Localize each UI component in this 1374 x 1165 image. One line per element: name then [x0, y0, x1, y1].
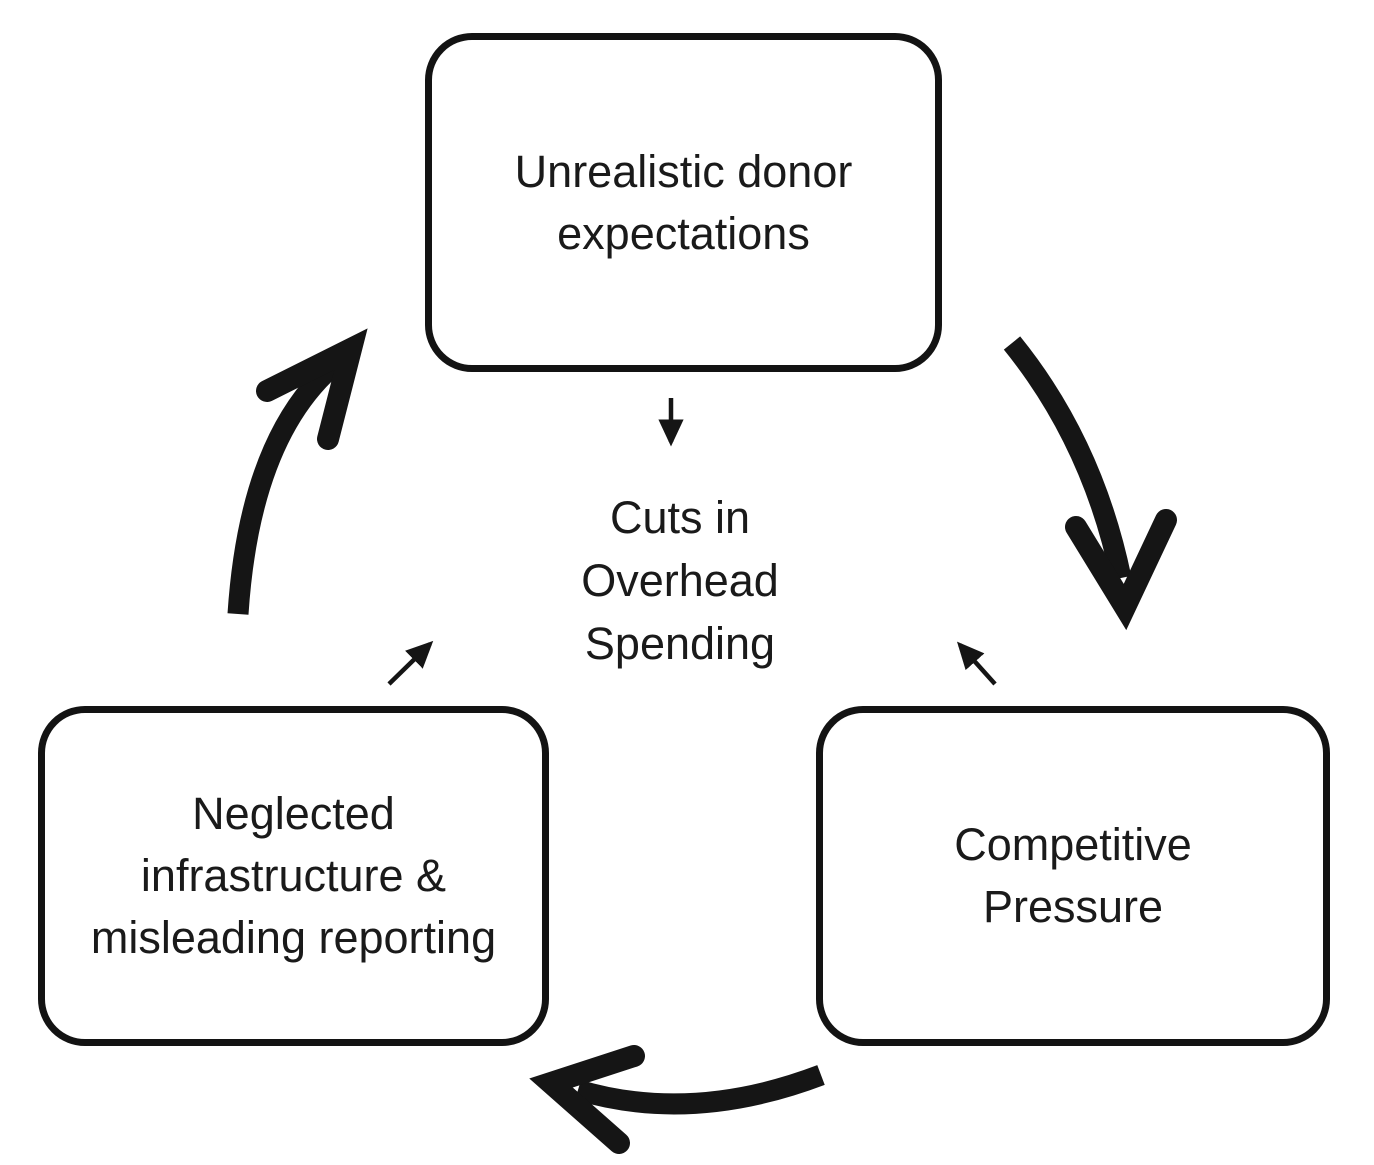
node-label: Competitive Pressure [954, 814, 1192, 938]
arrow-bottomleft-to-center-icon [387, 640, 434, 686]
node-label-line: Competitive [954, 819, 1192, 870]
node-label-line: infrastructure & [140, 850, 447, 901]
arrow-bottomleft-to-top-icon [227, 328, 368, 615]
center-label-line: Overhead [581, 555, 779, 606]
arrow-bottomright-to-bottomleft-icon [529, 1045, 825, 1154]
node-unrealistic-donor-expectations: Unrealistic donor expectations [425, 33, 942, 372]
arrow-top-to-bottomright-icon [1003, 336, 1177, 631]
center-label-line: Spending [584, 618, 776, 669]
node-label: Unrealistic donor expectations [515, 141, 853, 265]
node-label: Neglected infrastructure & misleading re… [91, 783, 496, 969]
arrow-bottomright-to-center-icon [956, 641, 997, 686]
node-label-line: Unrealistic donor [514, 145, 853, 197]
node-label-line: expectations [557, 207, 810, 259]
node-label-line: misleading reporting [90, 912, 497, 963]
node-competitive-pressure: Competitive Pressure [816, 706, 1330, 1046]
node-label-line: Pressure [982, 881, 1164, 932]
node-neglected-infrastructure: Neglected infrastructure & misleading re… [38, 706, 549, 1046]
center-label-line: Cuts in [609, 492, 751, 543]
node-label-line: Neglected [192, 788, 395, 839]
center-label-cuts-in-overhead-spending: Cuts in Overhead Spending [480, 486, 880, 675]
